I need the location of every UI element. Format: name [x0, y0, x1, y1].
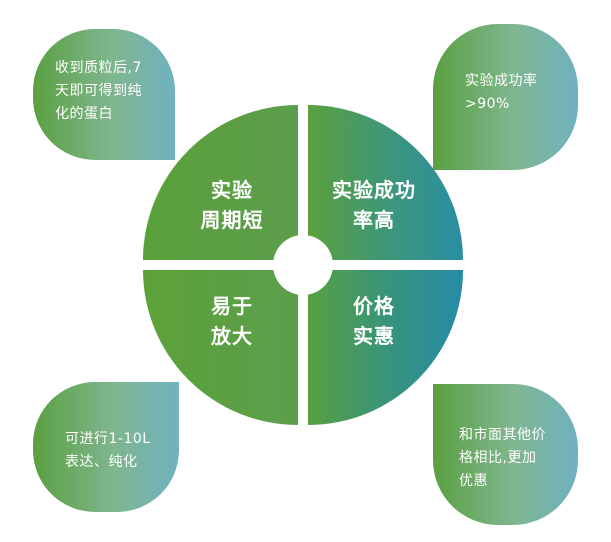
quadrant-top-left-label-2: 周期短 — [201, 208, 264, 232]
quadrant-bottom-right-label-1: 价格 — [353, 294, 395, 318]
quadrant-bottom-right — [308, 270, 463, 425]
bubble-top-right: 实验成功率 >90% — [433, 24, 578, 170]
quadrant-bottom-left — [143, 270, 298, 425]
bubble-top-right-text: 实验成功率 >90% — [465, 73, 538, 112]
bubble-bottom-left-text: 可进行1-10L 表达、纯化 — [65, 431, 151, 470]
bubble-top-left: 收到质粒后,7 天即可得到纯 化的蛋白 — [33, 29, 175, 160]
center-hole — [273, 235, 333, 295]
quadrant-top-right — [308, 105, 463, 260]
quadrant-bottom-left-label-2: 放大 — [210, 324, 253, 348]
quadrant-top-right-label-2: 率高 — [353, 208, 395, 232]
bubble-top-left-text: 收到质粒后,7 天即可得到纯 化的蛋白 — [55, 60, 142, 122]
bubble-bottom-right: 和市面其他价 格相比,更加 优惠 — [433, 384, 578, 525]
bubble-bottom-right-text: 和市面其他价 格相比,更加 优惠 — [459, 427, 546, 489]
quadrant-bottom-right-label-2: 实惠 — [353, 324, 395, 348]
quadrant-top-left — [143, 105, 298, 260]
bubble-bottom-left: 可进行1-10L 表达、纯化 — [33, 382, 179, 512]
quadrant-bottom-left-label-1: 易于 — [211, 294, 253, 318]
quadrant-top-right-label-1: 实验成功 — [332, 178, 416, 202]
quadrant-top-left-label-1: 实验 — [211, 178, 253, 202]
